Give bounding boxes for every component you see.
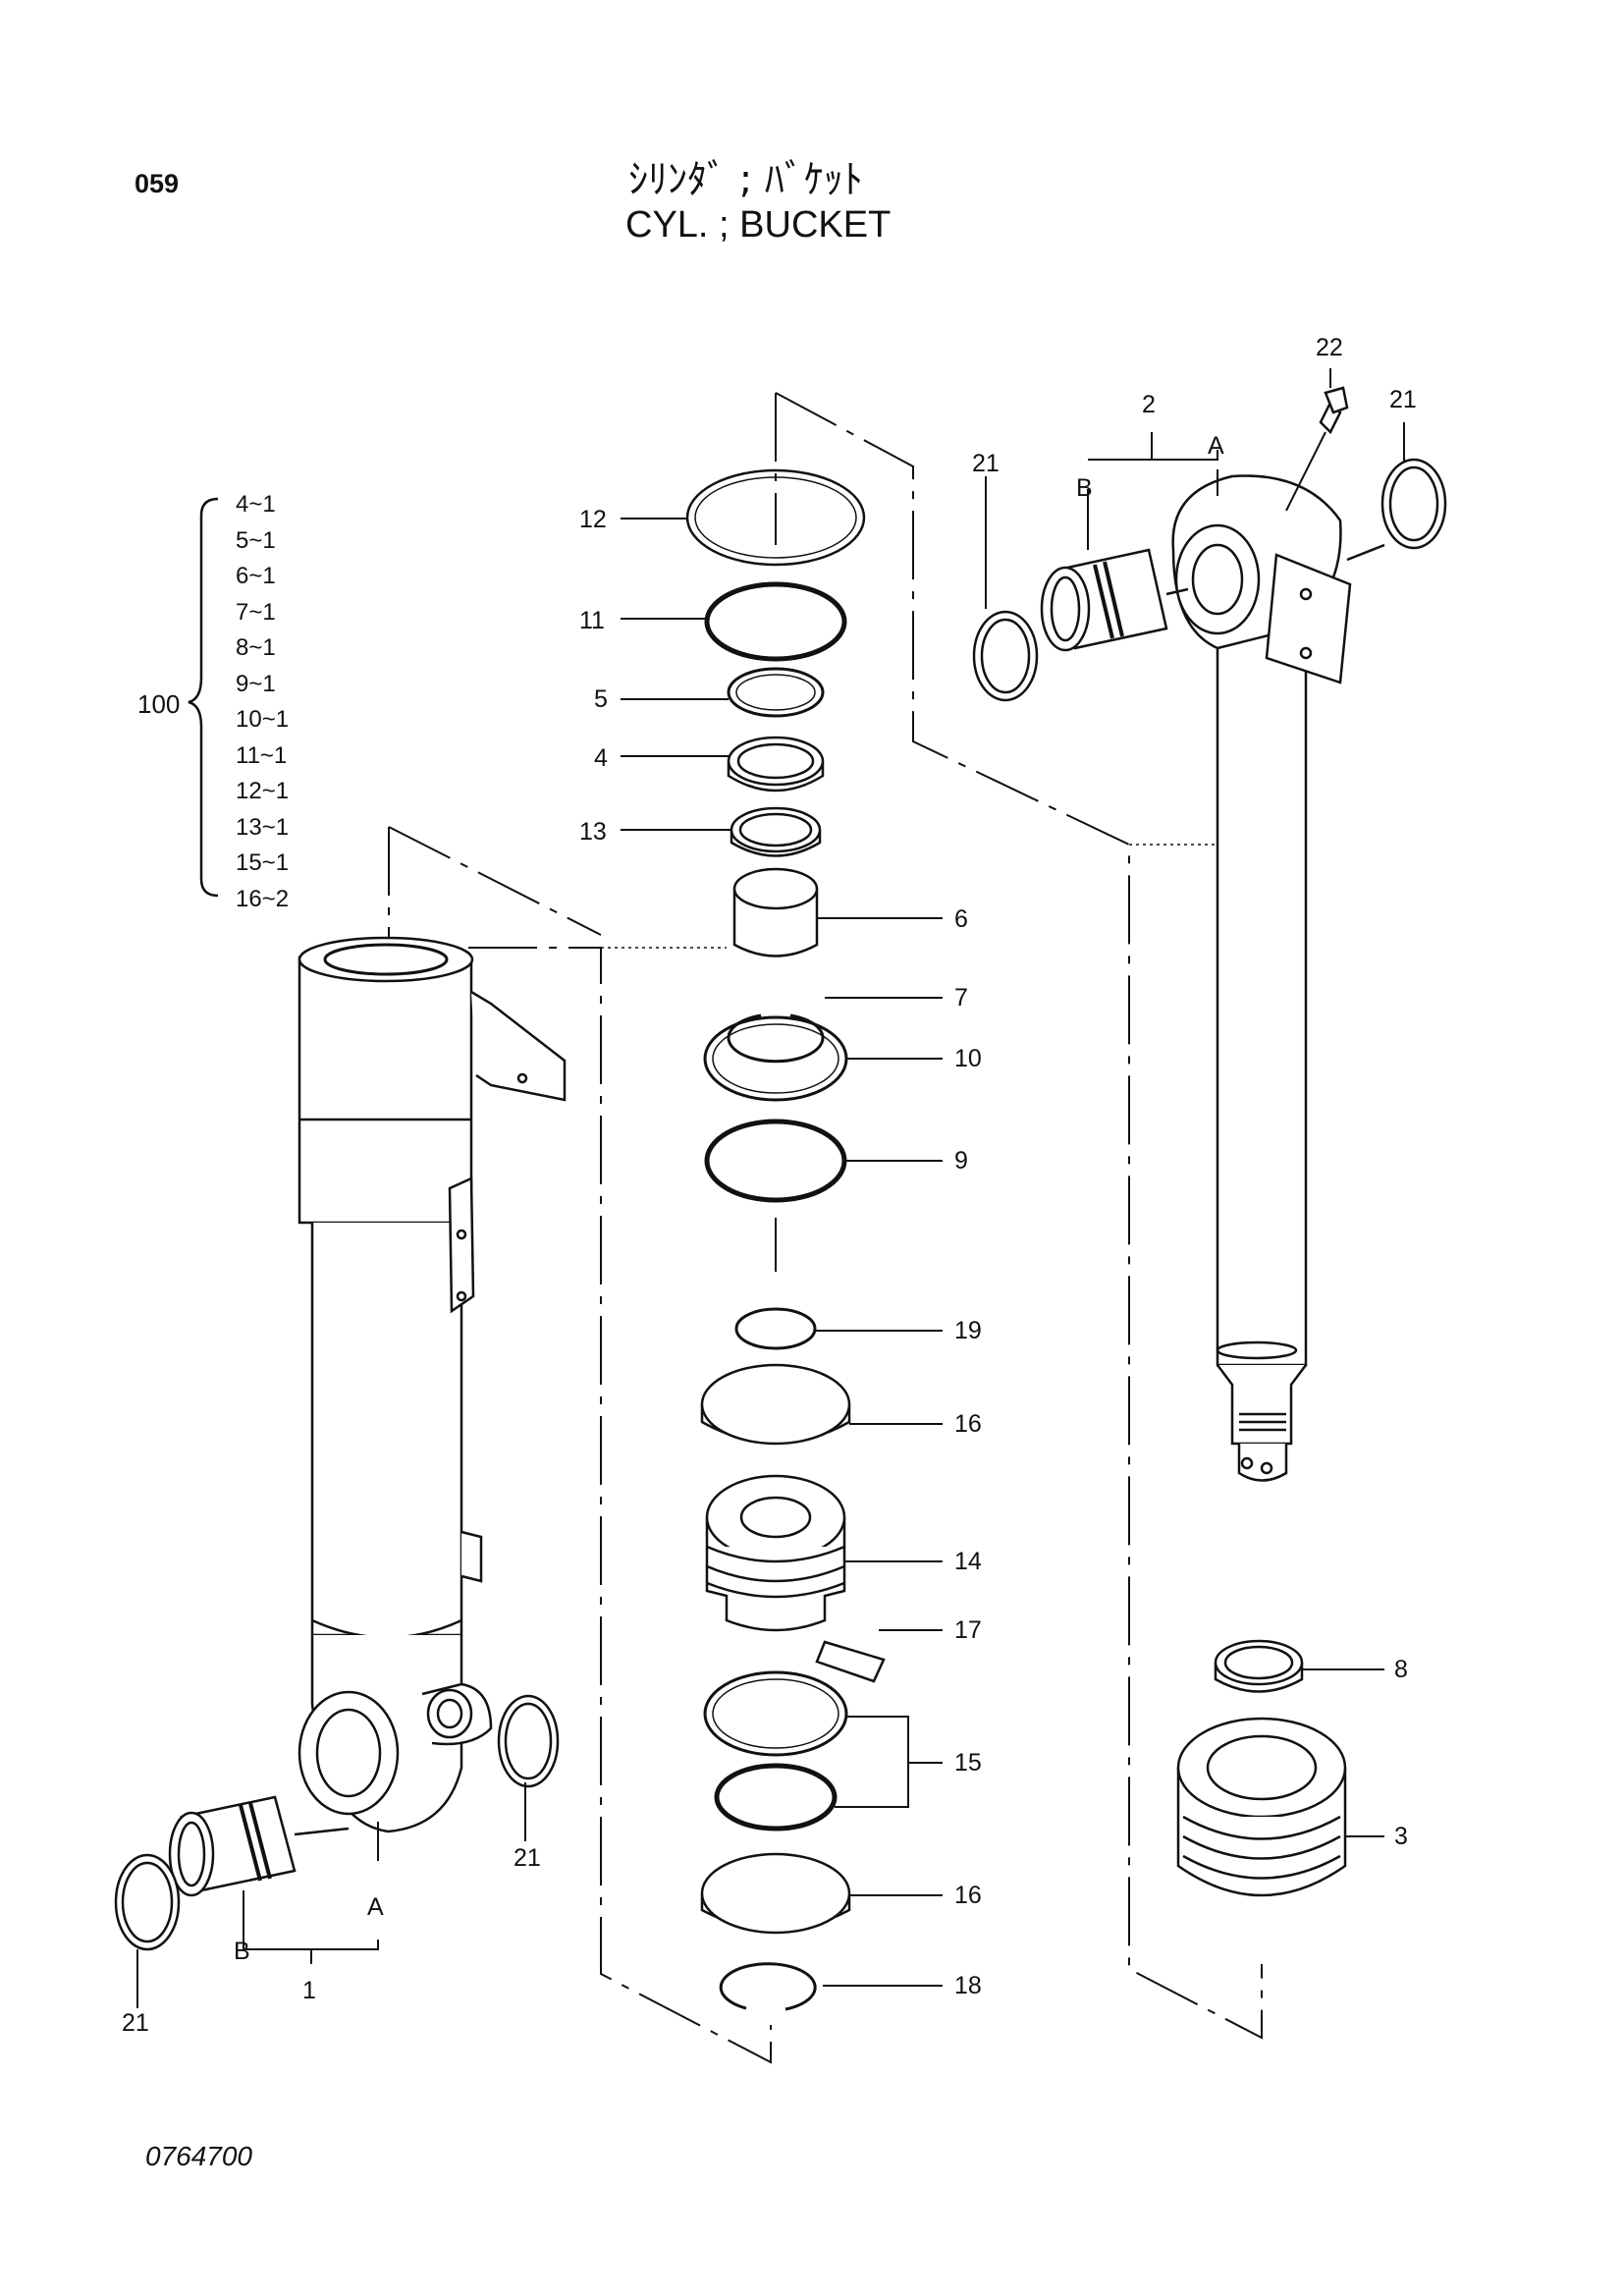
callout-21-bottom: 21 [122, 2009, 149, 2037]
part-16-ring-upper [700, 1363, 851, 1446]
callout-6: 6 [954, 905, 968, 933]
callout-16-upper: 16 [954, 1410, 982, 1438]
callout-3: 3 [1394, 1823, 1408, 1850]
callout-1: 1 [302, 1977, 316, 2004]
part-11-oring [704, 581, 847, 662]
callout-21-tube: 21 [514, 1844, 541, 1872]
part-13-ring [730, 806, 822, 857]
kit-item: 9~1 [236, 671, 276, 697]
part-3-gland [1176, 1717, 1347, 1897]
callout-21-top-right: 21 [1389, 386, 1417, 413]
callout-22: 22 [1316, 334, 1343, 361]
callout-9: 9 [954, 1147, 968, 1175]
part-6-bushing [732, 867, 819, 957]
part-8-ring [1214, 1639, 1304, 1693]
explode-guide-lines [388, 392, 1263, 2064]
callout-4: 4 [594, 744, 608, 772]
callout-16-lower: 16 [954, 1882, 982, 1909]
cylinder-tube [298, 936, 567, 1833]
callout-11: 11 [579, 607, 605, 634]
kit-item: 16~2 [236, 886, 290, 912]
label-a-tube: A [367, 1893, 384, 1921]
part-9-oring [704, 1119, 847, 1203]
part-14-piston [705, 1474, 886, 1683]
label-b-rod: B [1076, 474, 1093, 502]
part-15-rings [703, 1670, 848, 1831]
callout-13: 13 [579, 818, 607, 846]
title-japanese: ｼﾘﾝﾀﾞ ; ﾊﾞｹｯﾄ [628, 157, 863, 202]
callout-8: 8 [1394, 1656, 1408, 1683]
callout-18: 18 [954, 1972, 982, 1999]
seal-kit-label: 100 [137, 689, 181, 719]
callout-7: 7 [954, 984, 968, 1011]
callout-19: 19 [954, 1317, 982, 1344]
callout-17: 17 [954, 1616, 982, 1644]
callout-21-top-left: 21 [972, 450, 1000, 477]
part-4-ring [727, 736, 825, 793]
kit-item: 12~1 [236, 778, 290, 804]
kit-item: 10~1 [236, 706, 290, 733]
label-b-tube: B [234, 1938, 250, 1965]
kit-item: 15~1 [236, 849, 290, 876]
part-7-snap-ring [727, 1013, 825, 1064]
part-10-ring [703, 1015, 848, 1102]
kit-item: 5~1 [236, 527, 276, 554]
callout-5: 5 [594, 685, 608, 713]
callout-12: 12 [579, 506, 607, 533]
callout-10: 10 [954, 1045, 982, 1072]
part-16-ring-lower [700, 1852, 851, 1935]
piston-rod [1171, 386, 1385, 1482]
rod-bushing-assembly [972, 458, 1447, 702]
leader-lines [136, 368, 1405, 2008]
tube-bushing-assembly [114, 1694, 560, 1951]
part-18-snap-ring [719, 1962, 817, 2011]
part-5-ring [727, 667, 825, 718]
kit-item: 7~1 [236, 599, 276, 626]
title-english: CYL. ; BUCKET [625, 204, 892, 246]
part-19-ring [734, 1307, 817, 1350]
callout-2: 2 [1142, 391, 1156, 418]
kit-item: 8~1 [236, 634, 276, 661]
kit-brace [188, 497, 219, 898]
kit-item: 13~1 [236, 814, 290, 841]
page-number: 059 [135, 169, 180, 198]
callout-15: 15 [954, 1749, 982, 1777]
label-a-rod: A [1208, 432, 1224, 460]
kit-item: 11~1 [236, 742, 288, 769]
callout-14: 14 [954, 1548, 982, 1575]
drawing-number: 0764700 [145, 2141, 253, 2171]
kit-item: 6~1 [236, 563, 276, 589]
kit-item: 4~1 [236, 491, 276, 518]
